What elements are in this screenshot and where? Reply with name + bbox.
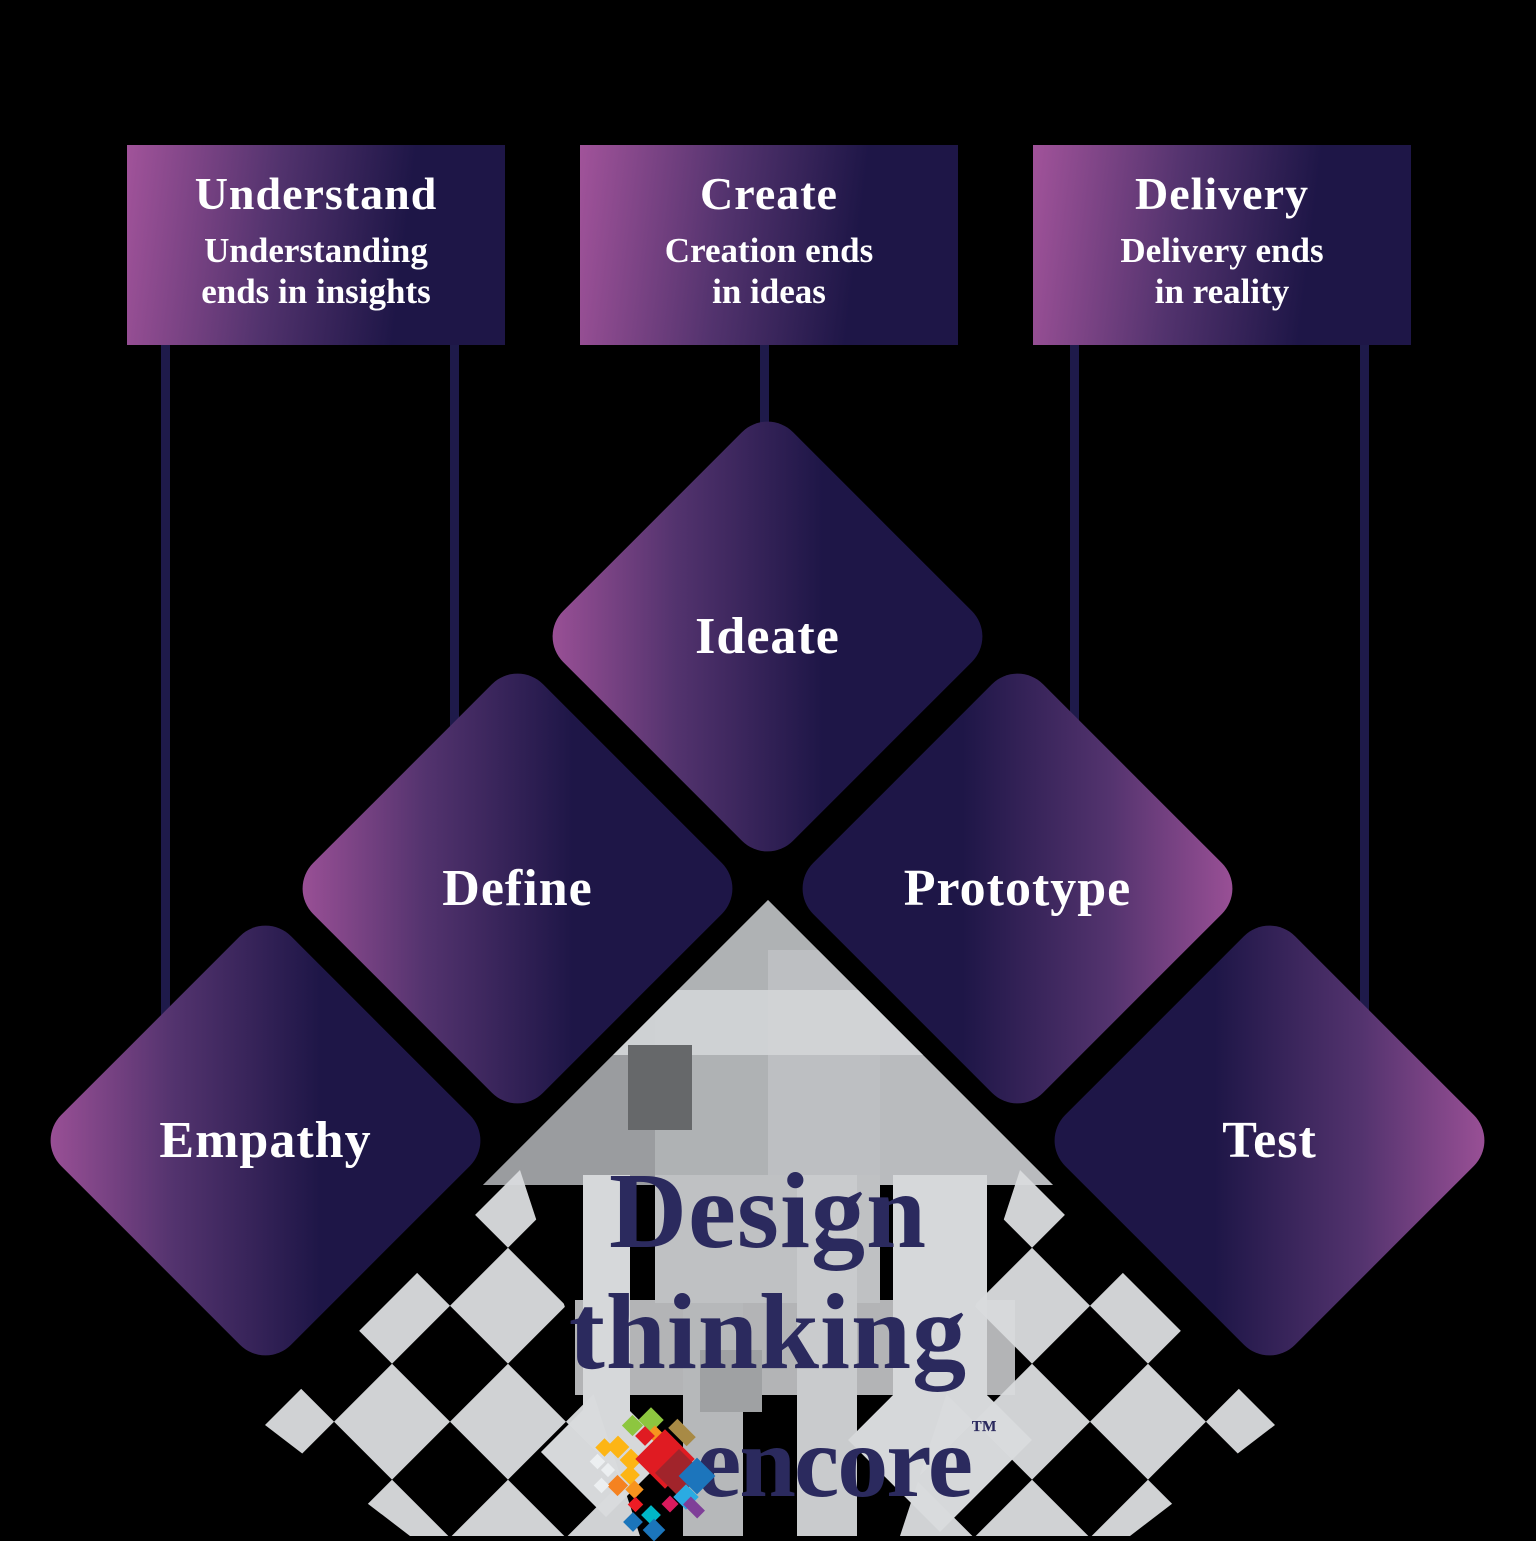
card-delivery-subtitle: Delivery ends in reality — [1120, 231, 1324, 312]
diamond-test-label: Test — [1222, 1112, 1317, 1169]
connector-delivery-prototype — [1070, 345, 1079, 800]
encore-logo: encore™ — [589, 1390, 1152, 1541]
card-create: Create Creation ends in ideas — [580, 145, 958, 345]
trademark-symbol: ™ — [970, 1415, 997, 1444]
diamond-empathy: Empathy — [35, 910, 496, 1371]
card-understand-title: Understand — [194, 168, 438, 219]
connector-delivery-test — [1360, 345, 1369, 1060]
page-title: Design thinking — [0, 1152, 1536, 1394]
connector-understand-define — [450, 345, 459, 800]
card-delivery: Delivery Delivery ends in reality — [1033, 145, 1411, 345]
connector-understand-empathy — [161, 345, 170, 1060]
page-title-line1: Design — [608, 1152, 928, 1271]
card-understand-subtitle: Understanding ends in insights — [201, 231, 431, 312]
card-create-subtitle: Creation ends in ideas — [664, 231, 874, 312]
card-create-title: Create — [700, 168, 838, 219]
diamond-test: Test — [1039, 910, 1500, 1371]
page-title-line2: thinking — [568, 1272, 968, 1392]
diamond-empathy-label: Empathy — [159, 1112, 372, 1169]
card-understand: Understand Understanding ends in insight… — [127, 145, 505, 345]
encore-wordmark: encore™ — [696, 1406, 997, 1519]
encore-pixel-diamond-icon — [589, 1398, 716, 1541]
card-delivery-title: Delivery — [1134, 168, 1310, 219]
